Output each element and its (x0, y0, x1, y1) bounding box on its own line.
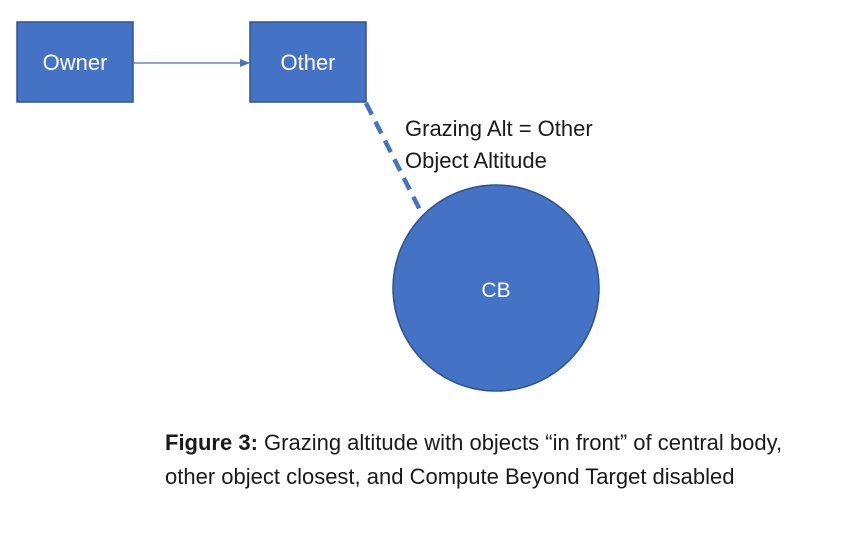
annotation-line-1: Grazing Alt = Other (405, 116, 593, 141)
grazing-altitude-annotation: Grazing Alt = Other Object Altitude (405, 113, 593, 177)
figure-caption: Figure 3: Grazing altitude with objects … (165, 426, 825, 494)
owner-box-label: Owner (43, 50, 108, 75)
central-body-circle (392, 184, 600, 392)
annotation-line-2: Object Altitude (405, 148, 547, 173)
caption-lead: Figure 3: (165, 430, 258, 455)
other-box-label: Other (280, 50, 335, 75)
central-body-label: CB (481, 279, 510, 302)
grazing-dashed-line (363, 101, 427, 220)
owner-box (16, 21, 134, 103)
caption-text: Grazing altitude with objects “in front”… (165, 430, 783, 489)
other-box (249, 21, 367, 103)
